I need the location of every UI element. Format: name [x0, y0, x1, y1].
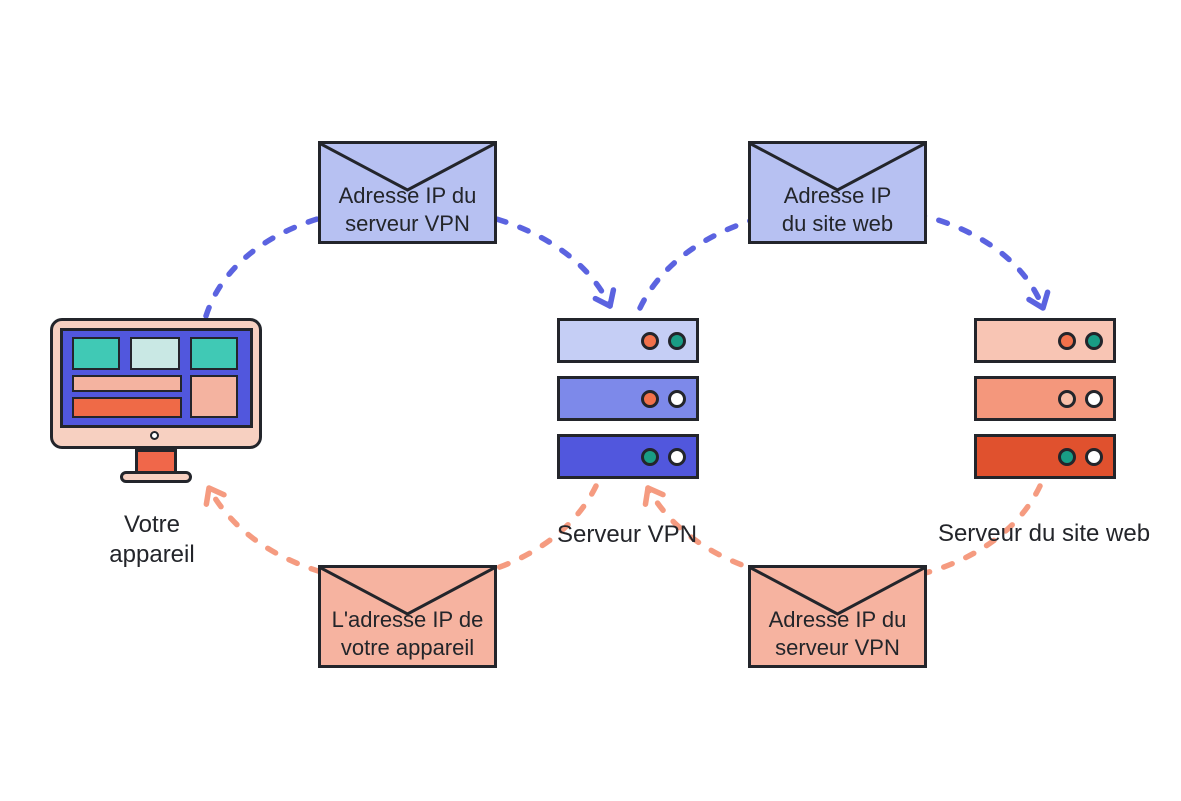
envelope-ip-site-web: Adresse IP du site web: [748, 141, 927, 244]
screen-side-box: [190, 375, 238, 418]
server-rack-row: [557, 376, 699, 421]
server-rack-row: [974, 318, 1116, 363]
envelope-label: serveur VPN: [345, 211, 470, 236]
status-dot-icon: [1085, 331, 1103, 350]
monitor-button-icon: [150, 431, 159, 440]
device-monitor-icon: [50, 318, 262, 484]
envelope-ip-serveur-vpn-top: Adresse IP du serveur VPN: [318, 141, 497, 244]
server-rack-row: [557, 434, 699, 479]
screen-tile: [190, 337, 238, 370]
server-rack-row: [974, 376, 1116, 421]
status-dot-icon: [641, 447, 659, 466]
vpn-server-label: Serveur VPN: [556, 521, 698, 548]
screen-bar: [72, 397, 182, 418]
status-dot-icon: [1058, 389, 1076, 408]
screen-tile: [130, 337, 180, 370]
screen-bar: [72, 375, 182, 392]
monitor-stand-base: [120, 471, 192, 483]
envelope-label: du site web: [781, 211, 894, 236]
envelope-label: Adresse IP du: [768, 607, 907, 632]
device-label: Votre appareil: [109, 511, 195, 568]
status-dot-icon: [1085, 389, 1103, 408]
status-dot-icon: [641, 389, 659, 408]
envelope-flap-icon: [751, 568, 924, 616]
envelope-label: Adresse IP: [783, 183, 892, 208]
server-rack-row: [974, 434, 1116, 479]
envelope-flap-icon: [751, 144, 924, 192]
status-dot-icon: [1058, 447, 1076, 466]
envelope-flap-icon: [321, 144, 494, 192]
status-dot-icon: [668, 447, 686, 466]
status-dot-icon: [1058, 331, 1076, 350]
envelope-label: Adresse IP du: [338, 183, 477, 208]
envelope-ip-appareil: L'adresse IP de votre appareil: [318, 565, 497, 668]
status-dot-icon: [668, 389, 686, 408]
server-rack-row: [557, 318, 699, 363]
envelope-ip-serveur-vpn-bottom: Adresse IP du serveur VPN: [748, 565, 927, 668]
status-dot-icon: [641, 331, 659, 350]
web-server-label: Serveur du site web: [937, 520, 1151, 547]
status-dot-icon: [1085, 447, 1103, 466]
screen-tile: [72, 337, 120, 370]
status-dot-icon: [668, 331, 686, 350]
envelope-label: serveur VPN: [775, 635, 900, 660]
envelope-flap-icon: [321, 568, 494, 616]
envelope-label: L'adresse IP de: [331, 607, 484, 632]
envelope-label: votre appareil: [340, 635, 475, 660]
